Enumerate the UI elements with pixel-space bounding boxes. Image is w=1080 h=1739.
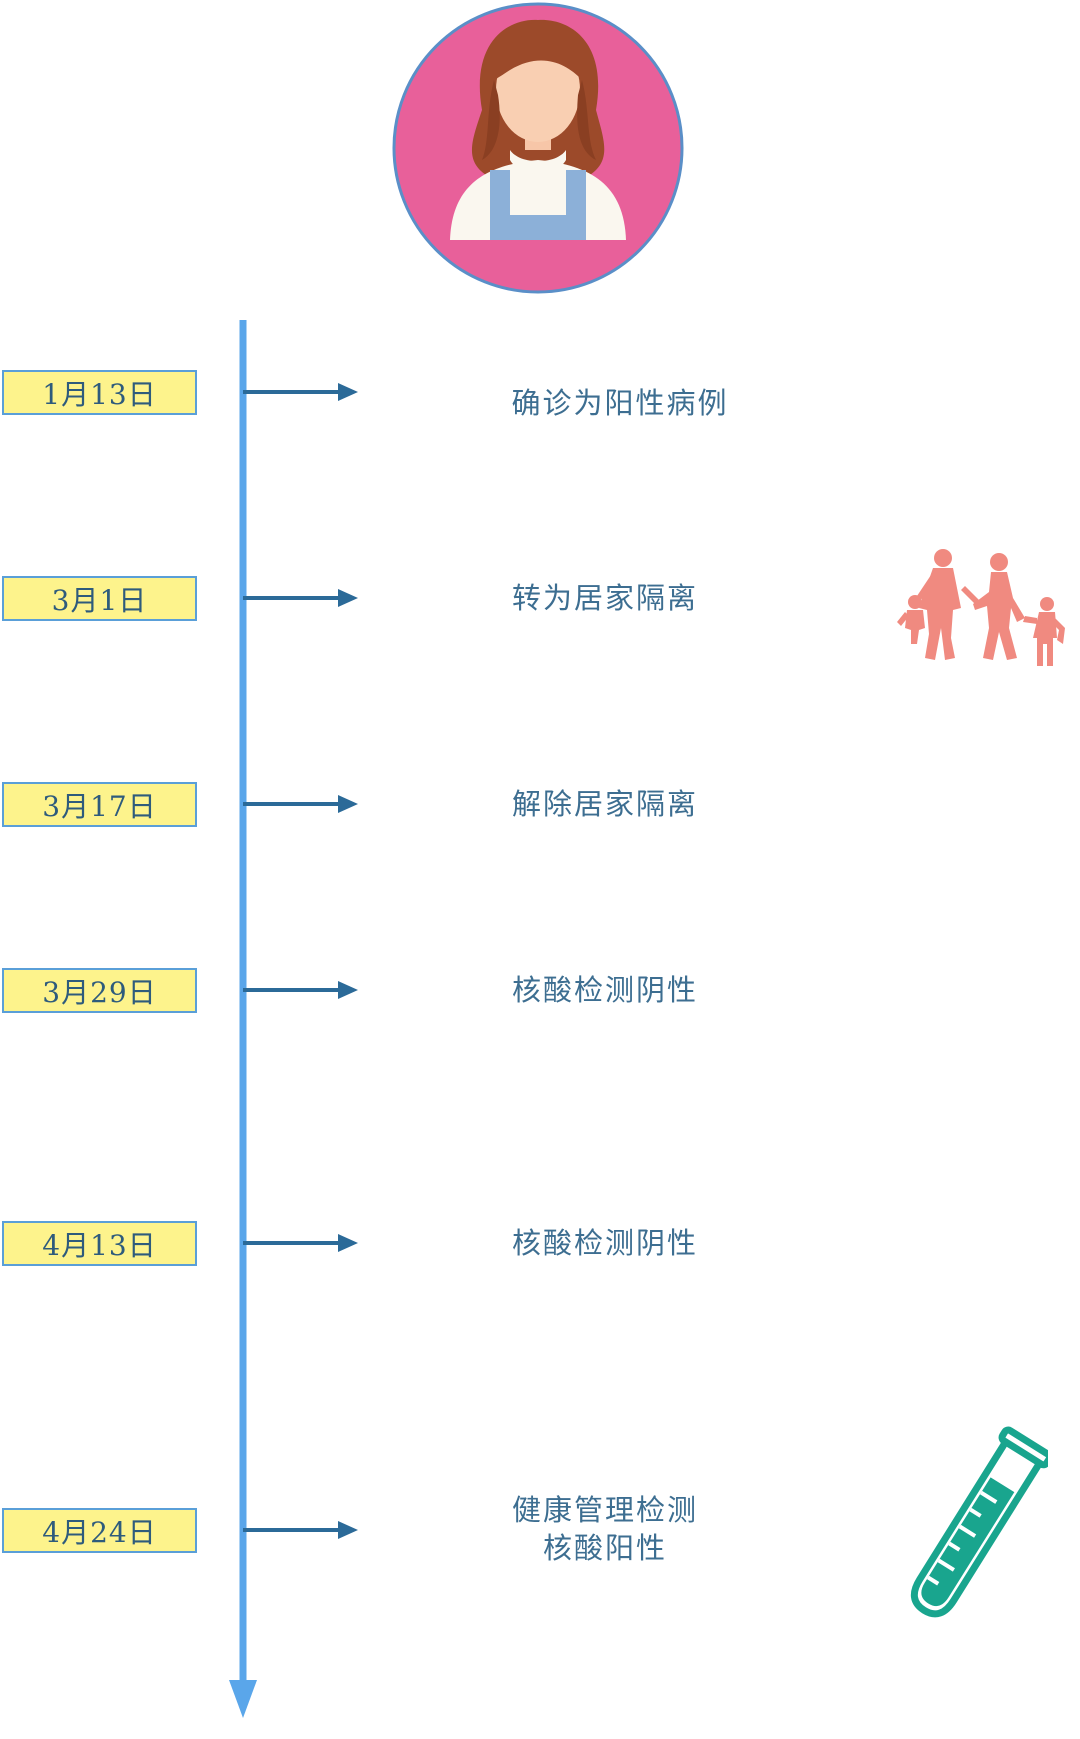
event-text-line2: 核酸阳性: [542, 1531, 667, 1565]
event-text-line1: 健康管理检测: [511, 1493, 698, 1527]
event-text: 确诊为阳性病例: [511, 386, 729, 420]
arrow-right-icon: [243, 981, 358, 999]
arrow-right-icon: [243, 589, 358, 607]
arrow-right-icon: [243, 795, 358, 813]
date-label: 4月13日: [2, 1221, 197, 1266]
event-text: 核酸检测阴性: [511, 973, 698, 1007]
arrow-right-icon: [243, 1521, 358, 1539]
test-tube-icon: [910, 1426, 1048, 1618]
date-label: 3月1日: [2, 576, 197, 621]
event-text: 解除居家隔离: [511, 787, 698, 821]
date-label: 3月17日: [2, 782, 197, 827]
arrow-right-icon: [243, 1234, 358, 1252]
family-silhouette-icon: [897, 549, 1065, 666]
event-text: 核酸检测阴性: [511, 1226, 698, 1260]
date-label: 1月13日: [2, 370, 197, 415]
woman-avatar-icon: [392, 2, 684, 294]
timeline-axis: [229, 320, 257, 1718]
date-label: 4月24日: [2, 1508, 197, 1553]
event-text: 转为居家隔离: [511, 581, 698, 615]
arrow-right-icon: [243, 383, 358, 401]
date-label: 3月29日: [2, 968, 197, 1013]
